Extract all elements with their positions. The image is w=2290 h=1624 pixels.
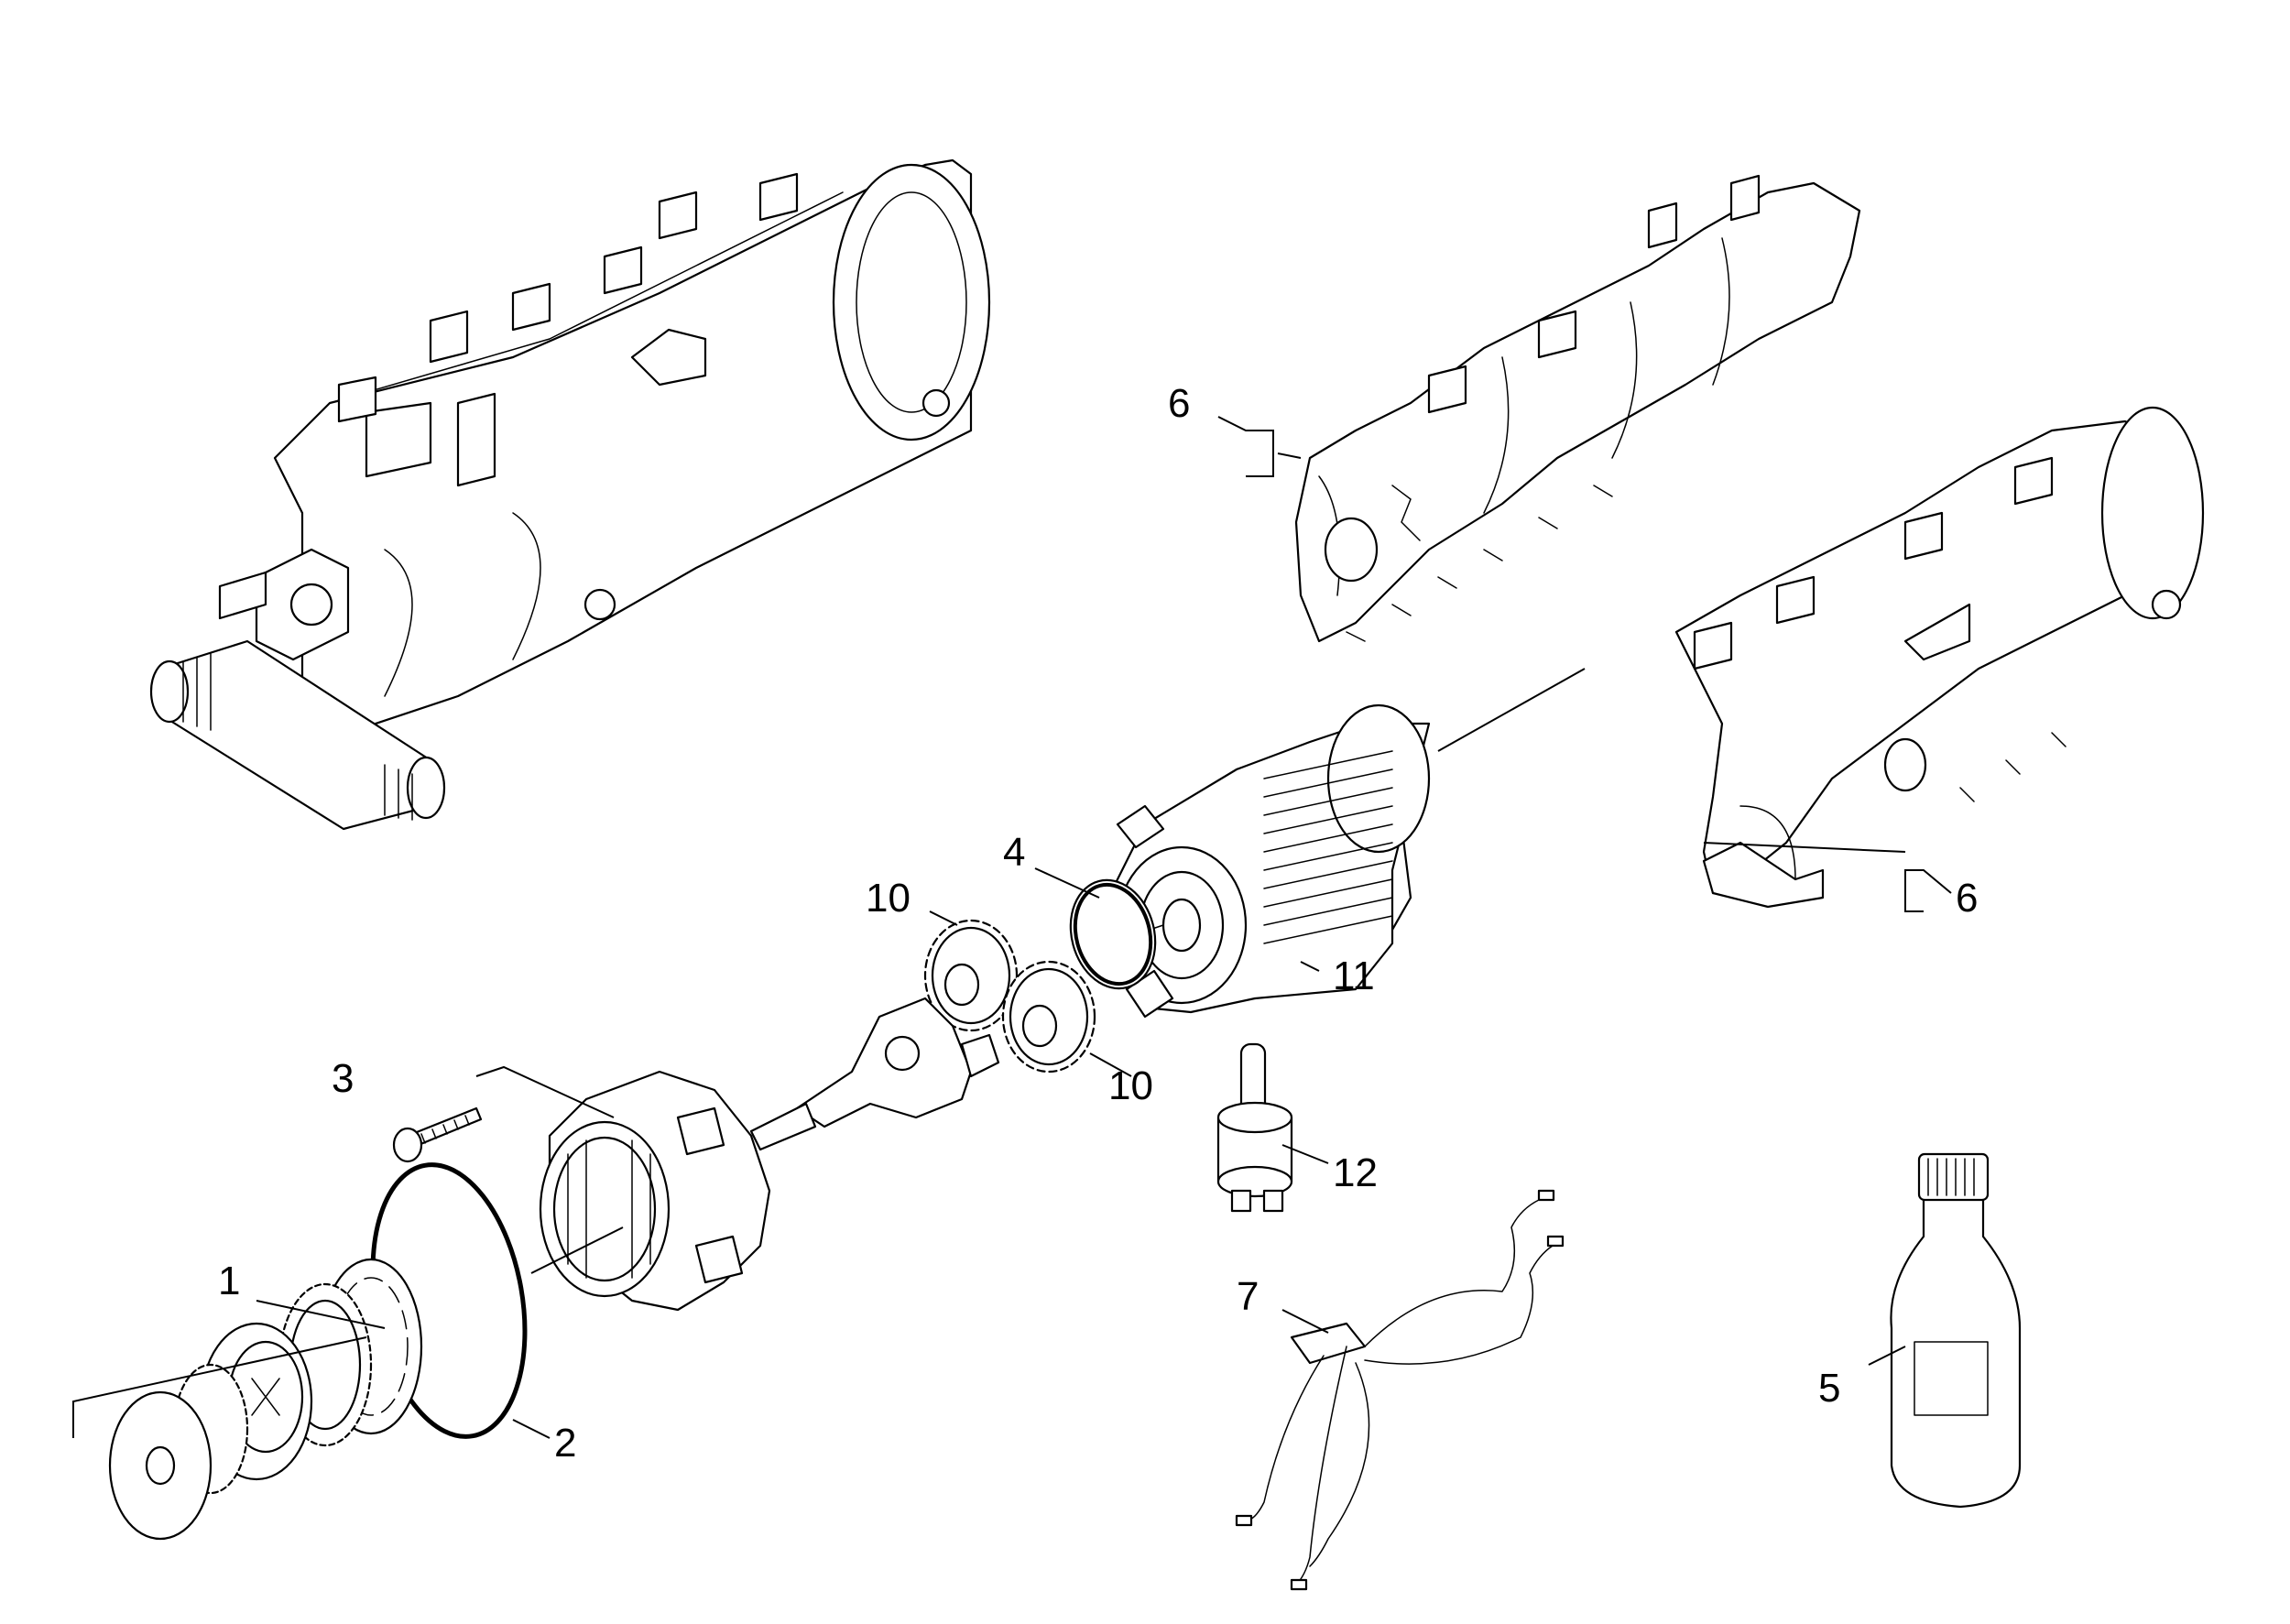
gear-lower	[1001, 960, 1096, 1074]
capacitor	[1216, 1042, 1293, 1213]
gear-upper	[923, 919, 1019, 1032]
callout-10-lower: 10	[1108, 1063, 1153, 1108]
leader-lines	[72, 416, 1952, 1439]
callout-3: 3	[332, 1056, 354, 1101]
screw	[392, 1106, 483, 1163]
callout-12: 12	[1333, 1150, 1378, 1195]
planet-carrier	[749, 997, 1000, 1151]
o-ring-4	[1069, 878, 1157, 990]
callout-7: 7	[1237, 1274, 1259, 1319]
motor	[1107, 703, 1431, 1019]
callout-10-upper: 10	[866, 876, 911, 921]
callout-labels: 6 6 4 10 11 10 3 12 1 7 2 5	[218, 381, 1978, 1466]
callout-1: 1	[218, 1259, 240, 1303]
assembled-pump-unit	[149, 158, 991, 831]
upper-housing-shell	[1294, 174, 1861, 643]
callout-4: 4	[1003, 830, 1025, 875]
callout-11: 11	[1333, 954, 1375, 998]
cable-set	[1235, 1189, 1565, 1591]
lower-housing-shell	[1674, 406, 2205, 909]
callout-6-upper: 6	[1168, 381, 1190, 426]
callout-5: 5	[1818, 1366, 1840, 1411]
callout-6-lower: 6	[1956, 876, 1978, 921]
callout-2: 2	[554, 1421, 576, 1466]
bearing-set	[108, 1258, 423, 1541]
gear-housing	[539, 1070, 771, 1312]
oil-bottle	[1890, 1152, 2022, 1509]
